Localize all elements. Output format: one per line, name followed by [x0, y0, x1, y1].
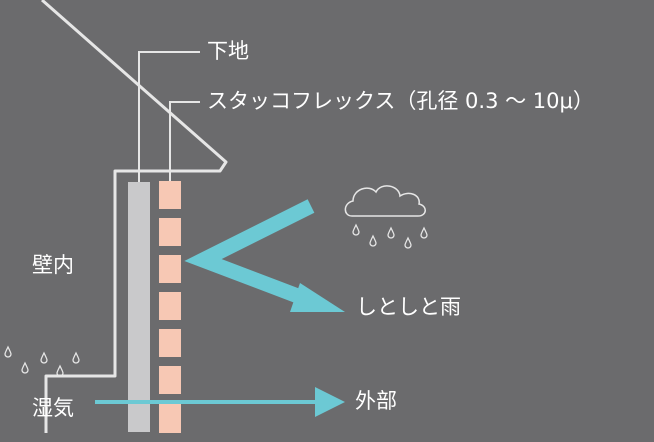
- roof-outline: [41, 0, 228, 433]
- cloud-icon: [344, 185, 426, 217]
- raindrops-icon: [352, 223, 428, 249]
- stucco-block: [159, 403, 181, 433]
- stucco-label: スタッコフレックス（孔径 0.3 ～ 10μ）: [207, 89, 594, 113]
- stucco-block: [159, 218, 181, 246]
- stucco-block: [159, 329, 181, 357]
- stucco-layer: [159, 181, 181, 433]
- base-layer: [128, 182, 150, 432]
- leader-line-base: [138, 51, 200, 182]
- wall-inside-label: 壁内: [32, 253, 74, 277]
- moisture-arrow: [95, 387, 345, 417]
- moisture-label: 湿気: [32, 396, 74, 420]
- base-label: 下地: [207, 39, 249, 63]
- moisture-drops-icon: [4, 345, 80, 377]
- stucco-block: [159, 292, 181, 320]
- stucco-block: [159, 181, 181, 209]
- leader-line-stucco: [169, 101, 200, 181]
- stucco-block: [159, 255, 181, 283]
- rain-deflect-arrow: [184, 199, 345, 312]
- stucco-block: [159, 366, 181, 394]
- outside-label: 外部: [355, 389, 397, 413]
- rain-label: しとしと雨: [356, 295, 461, 319]
